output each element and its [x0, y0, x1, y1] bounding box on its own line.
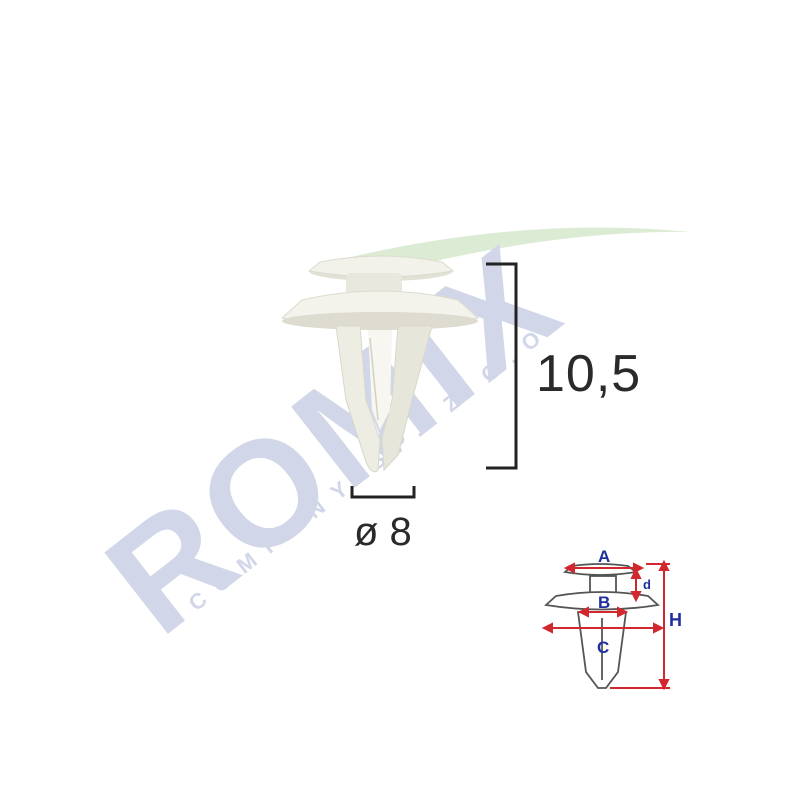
dimension-diagram: A B C d H [541, 547, 682, 691]
watermark-brand: ROMIX [76, 212, 591, 666]
diameter-dimension [350, 486, 416, 499]
label-b: B [598, 593, 610, 612]
label-c: C [597, 638, 609, 657]
diameter-value: ø 8 [354, 510, 412, 554]
clip-photo [280, 255, 480, 473]
height-dimension [486, 262, 518, 470]
label-a: A [598, 547, 610, 566]
label-h: H [669, 610, 682, 630]
height-value: 10,5 [536, 345, 642, 403]
label-d: d [643, 577, 651, 592]
